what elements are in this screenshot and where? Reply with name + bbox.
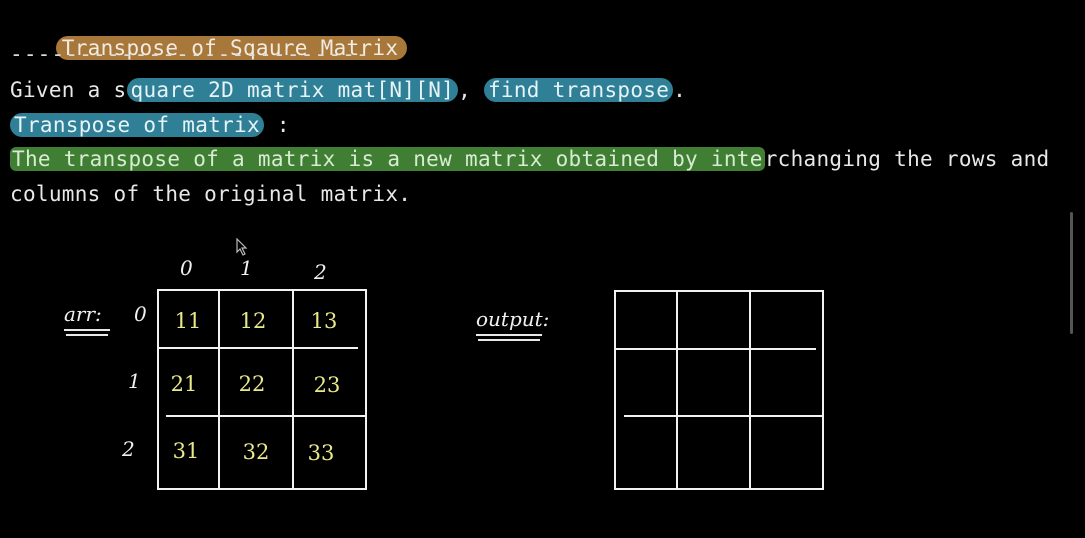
output-grid-h2: [624, 415, 822, 417]
output-grid-top: [614, 290, 824, 292]
arr-label-underline: [64, 329, 110, 331]
mouse-cursor-icon: [236, 238, 248, 256]
definition-line-1: The transpose of a matrix is a new matri…: [10, 145, 1049, 173]
output-label: output:: [476, 307, 550, 331]
output-label-underline-2: [478, 339, 540, 341]
arr-label: arr:: [64, 302, 102, 326]
output-grid-bottom: [614, 488, 824, 490]
arr-row-index-2: 2: [122, 437, 135, 461]
output-grid-v1: [676, 290, 678, 490]
arr-cell-1-2: 23: [313, 373, 341, 397]
arr-row-index-1: 1: [128, 369, 141, 393]
arr-grid-top: [157, 289, 367, 291]
arr-cell-0-1: 12: [239, 309, 267, 333]
arr-cell-2-2: 33: [307, 441, 335, 465]
highlight-definition: The transpose of a matrix is a new matri…: [10, 147, 765, 171]
arr-cell-0-2: 13: [310, 309, 338, 333]
highlight-square-matrix: quare 2D matrix mat[N][N]: [126, 78, 459, 102]
arr-grid-v1: [218, 289, 220, 490]
highlight-find-transpose: find transpose: [483, 78, 674, 102]
problem-text-mid: ,: [458, 78, 484, 102]
arr-label-underline-2: [66, 334, 108, 336]
arr-grid-bottom: [157, 488, 367, 490]
arr-grid-left: [157, 289, 159, 490]
vertical-scrollbar[interactable]: [1070, 212, 1073, 334]
output-grid-h1: [616, 348, 816, 350]
output-grid-v2: [749, 290, 751, 490]
arr-grid-h2: [166, 415, 365, 417]
arr-grid-h1: [159, 347, 358, 349]
arr-col-index-0: 0: [180, 256, 193, 280]
title-line: Transpose of Sqaure Matrix: [10, 6, 408, 90]
arr-grid-v2: [292, 289, 294, 490]
definition-rest: rchanging the rows and: [764, 147, 1050, 171]
arr-cell-0-0: 11: [174, 309, 202, 333]
arr-cell-1-1: 22: [238, 372, 266, 396]
arr-cell-2-0: 31: [172, 439, 200, 463]
arr-row-index-0: 0: [134, 302, 147, 326]
page-title: Transpose of Sqaure Matrix: [55, 36, 408, 60]
definition-colon: :: [263, 113, 290, 137]
problem-text-end: .: [673, 78, 687, 102]
highlight-transpose-of-matrix: Transpose of matrix: [10, 113, 264, 137]
arr-col-index-2: 2: [314, 260, 327, 284]
arr-col-index-1: 1: [240, 256, 253, 280]
output-grid-right: [822, 290, 824, 490]
problem-text-start: Given a s: [10, 78, 127, 102]
arr-cell-2-1: 32: [242, 440, 270, 464]
arr-cell-1-0: 21: [170, 372, 198, 396]
arr-grid-right: [365, 289, 367, 490]
definition-line-2: columns of the original matrix.: [10, 182, 412, 206]
output-grid-left: [614, 290, 616, 490]
output-label-underline: [476, 334, 542, 336]
title-divider: --------------------------: [10, 42, 370, 66]
definition-heading: Transpose of matrix :: [10, 111, 290, 139]
